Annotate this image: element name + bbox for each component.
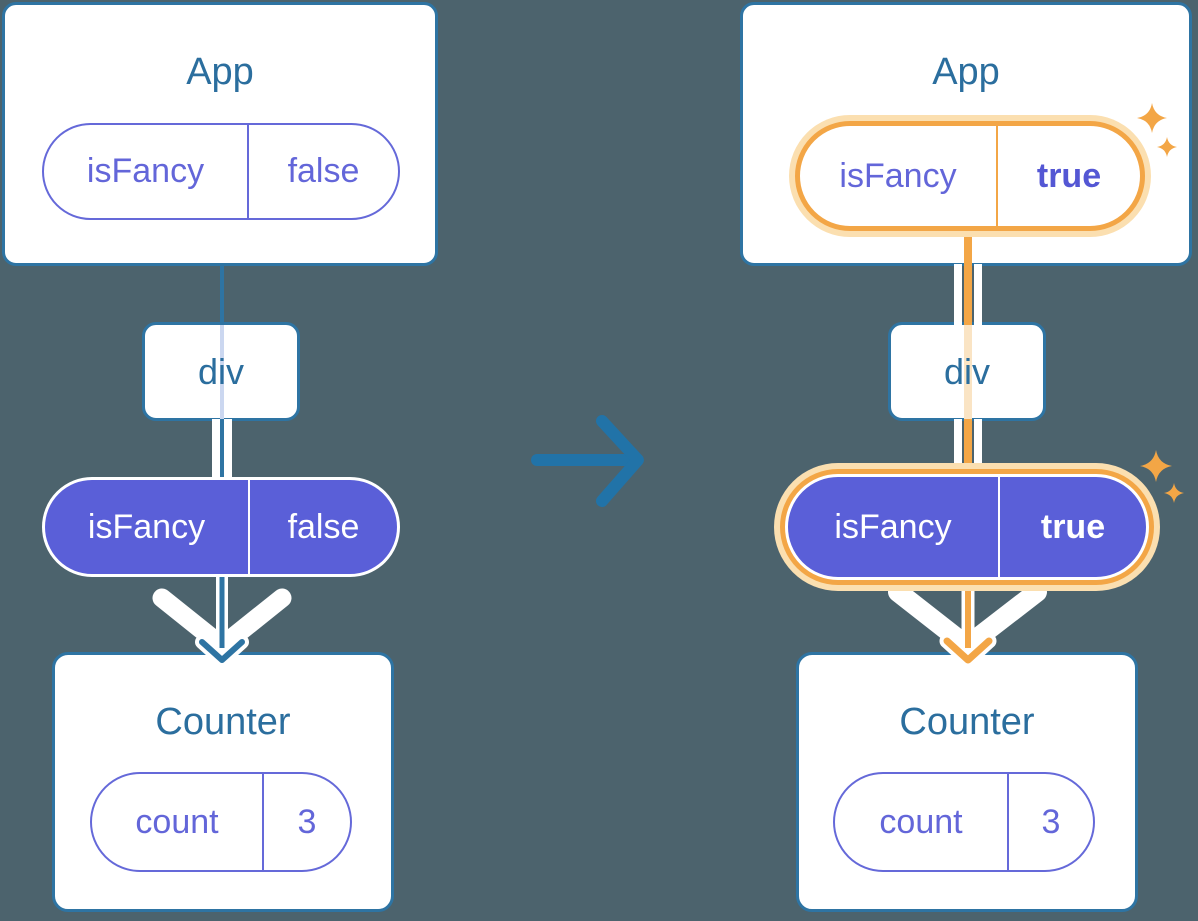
- app-card-title: App: [932, 51, 1000, 93]
- highlight-line-in-app-right: [964, 228, 972, 268]
- prop-arrow-left: [195, 577, 249, 667]
- prop-arrow-right: [939, 580, 997, 668]
- state-name: count: [835, 774, 1009, 870]
- app-prop-pill-right-highlighted: isFancy true: [795, 121, 1145, 231]
- counter-card-title: Counter: [899, 701, 1035, 743]
- sparkle-icon: [1140, 450, 1184, 503]
- prop-name: isFancy: [45, 480, 250, 574]
- transition-arrow: [531, 415, 644, 507]
- connector-through-div-right: [964, 325, 972, 419]
- prop-value: false: [287, 152, 360, 190]
- counter-state-pill-right: count 3: [833, 772, 1095, 872]
- passed-prop-pill-left: isFancy false: [42, 477, 400, 577]
- prop-name: isFancy: [800, 126, 998, 226]
- connector-app-to-div-left: [220, 264, 224, 325]
- prop-name: isFancy: [788, 477, 1000, 577]
- highlight-pipe-div-to-pill-right: [954, 419, 982, 469]
- highlight-pipe-app-to-div-right: [954, 264, 982, 325]
- prop-value: false: [287, 507, 360, 546]
- div-label: div: [197, 350, 245, 392]
- connector-through-div-left: [220, 325, 224, 419]
- state-value: 3: [1041, 802, 1061, 841]
- app-card-title: App: [186, 51, 254, 93]
- sparkle-icon: [1137, 103, 1177, 157]
- prop-value: true: [1040, 507, 1106, 546]
- counter-card-title: Counter: [155, 701, 291, 743]
- div-label: div: [943, 350, 991, 392]
- state-name: count: [92, 774, 264, 870]
- prop-value: true: [1036, 156, 1102, 195]
- app-prop-pill-left: isFancy false: [42, 123, 400, 220]
- passed-prop-pill-right-highlighted: isFancy true: [785, 474, 1149, 580]
- state-value: 3: [297, 802, 317, 841]
- counter-state-pill-left: count 3: [90, 772, 352, 872]
- prop-name: isFancy: [44, 125, 249, 218]
- prop-pipe-div-to-pill-left: [212, 419, 232, 479]
